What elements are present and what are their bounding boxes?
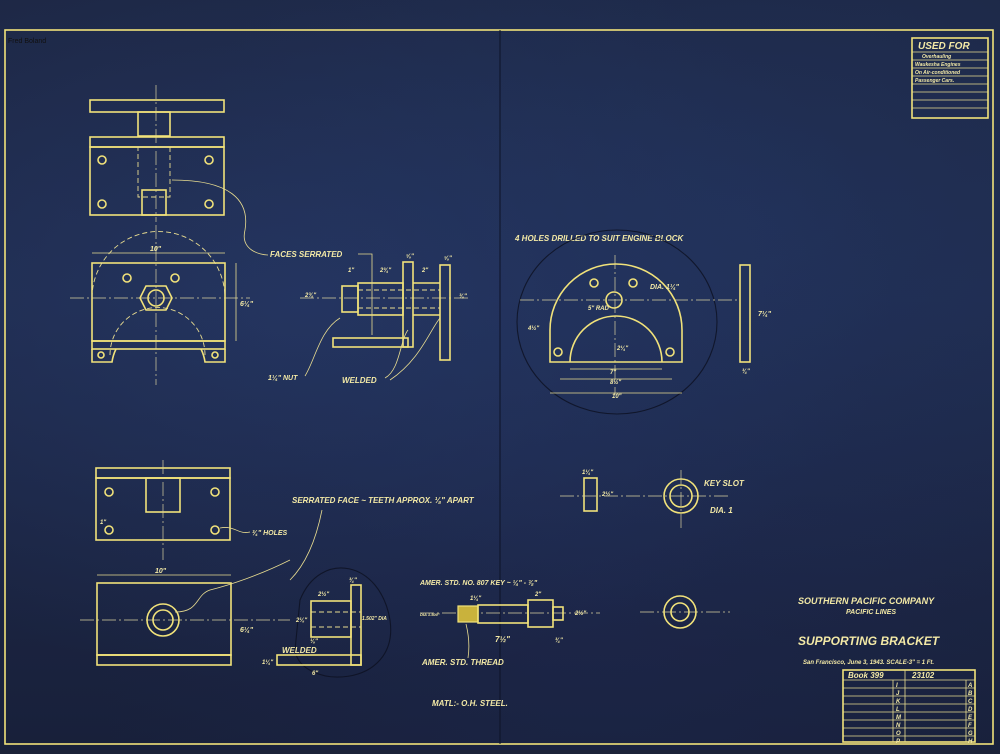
dim-small-h: 2½" [601, 491, 613, 498]
dim-plate-8: 8½" [610, 379, 621, 386]
dim-plate-center: 2¼" [616, 346, 628, 352]
dim-bot-width: 10" [155, 568, 167, 575]
four-holes-label: 4 HOLES DRILLED TO SUIT ENGINE BLOCK [514, 234, 685, 243]
radius-label: 5" RAD [588, 306, 610, 312]
dim-plate-side: 7¼" [758, 311, 772, 318]
faces-serrated-label: FACES SERRATED [270, 250, 343, 259]
dim-small-w: 1¼" [582, 470, 593, 476]
company-lines: PACIFIC LINES [846, 609, 896, 616]
revision-letter: K [896, 699, 901, 705]
dim-side-b: 2" [421, 268, 428, 274]
bottom-plan-view: 1" ¾" HOLES SERRATED FACE ~ TEETH APPROX… [95, 460, 475, 581]
revision-letter: L [896, 707, 900, 713]
key-label: AMER. STD. NO. 807 KEY ~ ¼" - ⅞" [419, 580, 538, 587]
dim-side-c: ⅝" [406, 254, 414, 260]
welded-label-bottom: WELDED [282, 646, 317, 655]
revision-letter: N [896, 723, 901, 729]
sleeve-side-view: 2½" 2⅛" 1.502" DIA ⅛" ¾" 1¼" 6" WELDED [262, 567, 392, 678]
revision-letter: C [968, 699, 973, 705]
key-slot-label: KEY SLOT [704, 479, 745, 488]
revision-letter: I [896, 683, 898, 689]
dim-shaft-len: 7½" [495, 635, 510, 644]
shaft-view: AMER. STD. NO. 807 KEY ~ ¼" - ⅞" 1¼" DIA… [419, 580, 600, 708]
thread-label: AMER. STD. THREAD [421, 658, 504, 667]
dim-side-f: 1" [348, 268, 354, 274]
book-number: Book 399 [848, 671, 884, 680]
dim-plate-left: 4½" [527, 325, 539, 332]
dim-top-height: 6¼" [240, 301, 254, 308]
dim-bot-height: 6¼" [240, 627, 254, 634]
used-for-line: On Air-conditioned [915, 70, 961, 76]
revision-letter: A [967, 683, 972, 689]
dim-shaft-a: 1¼" [470, 596, 481, 602]
title-block: SOUTHERN PACIFIC COMPANY PACIFIC LINES S… [798, 596, 976, 745]
dim-shaft-d: 2½" [574, 610, 586, 617]
top-plan-view [89, 85, 269, 256]
plate-view: 4 HOLES DRILLED TO SUIT ENGINE BLOCK DIA… [514, 229, 772, 415]
revision-letter: O [896, 731, 901, 737]
photo-credit: Fred Boland [8, 38, 47, 45]
top-front-view: 10" 6¼" [70, 225, 254, 385]
holes-label: ¾" HOLES [252, 530, 288, 537]
dim-sleeve-side: 1¼" [262, 660, 273, 666]
revision-letter: P [896, 739, 901, 745]
drawing-title: SUPPORTING BRACKET [798, 634, 941, 648]
used-for-line: Overhauling [922, 54, 951, 60]
dim-shaft-r: ¾" [555, 638, 563, 644]
revision-letter: J [896, 691, 900, 697]
place-date-scale: San Francisco, June 3, 1943. SCALE-3" = … [803, 660, 934, 666]
revision-letter: G [968, 731, 973, 737]
drawing-number: 23102 [911, 671, 935, 680]
dim-side-e: ⅜" [459, 294, 467, 300]
serrated-face-label: SERRATED FACE ~ TEETH APPROX. ⅛" APART [292, 496, 475, 505]
dim-plate-10: 10" [612, 394, 622, 400]
material-label: MATL:- O.H. STEEL. [432, 699, 508, 708]
dim-side-a: 2⅜" [304, 293, 316, 299]
revision-letter: F [968, 723, 972, 729]
used-for-heading: USED FOR [918, 41, 970, 52]
dim-plate-thick: ¾" [742, 369, 750, 375]
dim-sleeve-t: ⅛" [310, 639, 318, 645]
dim-side-g: ⅝" [444, 256, 452, 262]
top-side-view: FACES SERRATED 2⅜" 2¾" 2" ⅝" ⅝" 1" ⅜" 1¼… [268, 250, 470, 385]
dim-hole-offset: 1" [100, 520, 106, 526]
key-detail: 1¼" 2½" KEY SLOT DIA. 1 [560, 470, 745, 629]
dim-sleeve-h: 2⅛" [295, 618, 307, 624]
dim-plate-7: 7" [610, 370, 616, 376]
revision-letter: M [896, 715, 902, 721]
revision-letter: E [968, 715, 973, 721]
used-for-line: Passenger Cars. [915, 78, 954, 84]
dim-sleeve-top: ¾" [349, 578, 357, 584]
dim-shaft-dia: DIA 1.500" [420, 612, 440, 617]
bottom-front-view: 10" 6¼" [80, 559, 291, 666]
used-for-box: USED FOR Overhauling Waukesha Engines On… [911, 37, 989, 119]
dia-one-label: DIA. 1 [710, 506, 733, 515]
dim-sleeve-w: 2½" [317, 591, 329, 598]
dim-side-d: 2¾" [379, 268, 391, 274]
dim-sleeve-dia: 1.502" DIA [362, 616, 387, 622]
revision-letter: H [968, 739, 973, 745]
nut-label: 1¼" NUT [268, 375, 298, 382]
dim-top-width: 10" [150, 246, 162, 253]
dim-shaft-end: 2" [534, 592, 541, 598]
welded-label-top: WELDED [342, 376, 377, 385]
company-name: SOUTHERN PACIFIC COMPANY [798, 596, 935, 606]
dia-label-top: DIA. 1¼" [650, 284, 680, 291]
used-for-line: Waukesha Engines [915, 62, 961, 68]
dim-sleeve-base: 6" [312, 671, 318, 677]
revision-letter: D [968, 707, 973, 713]
revision-letter: B [968, 691, 973, 697]
